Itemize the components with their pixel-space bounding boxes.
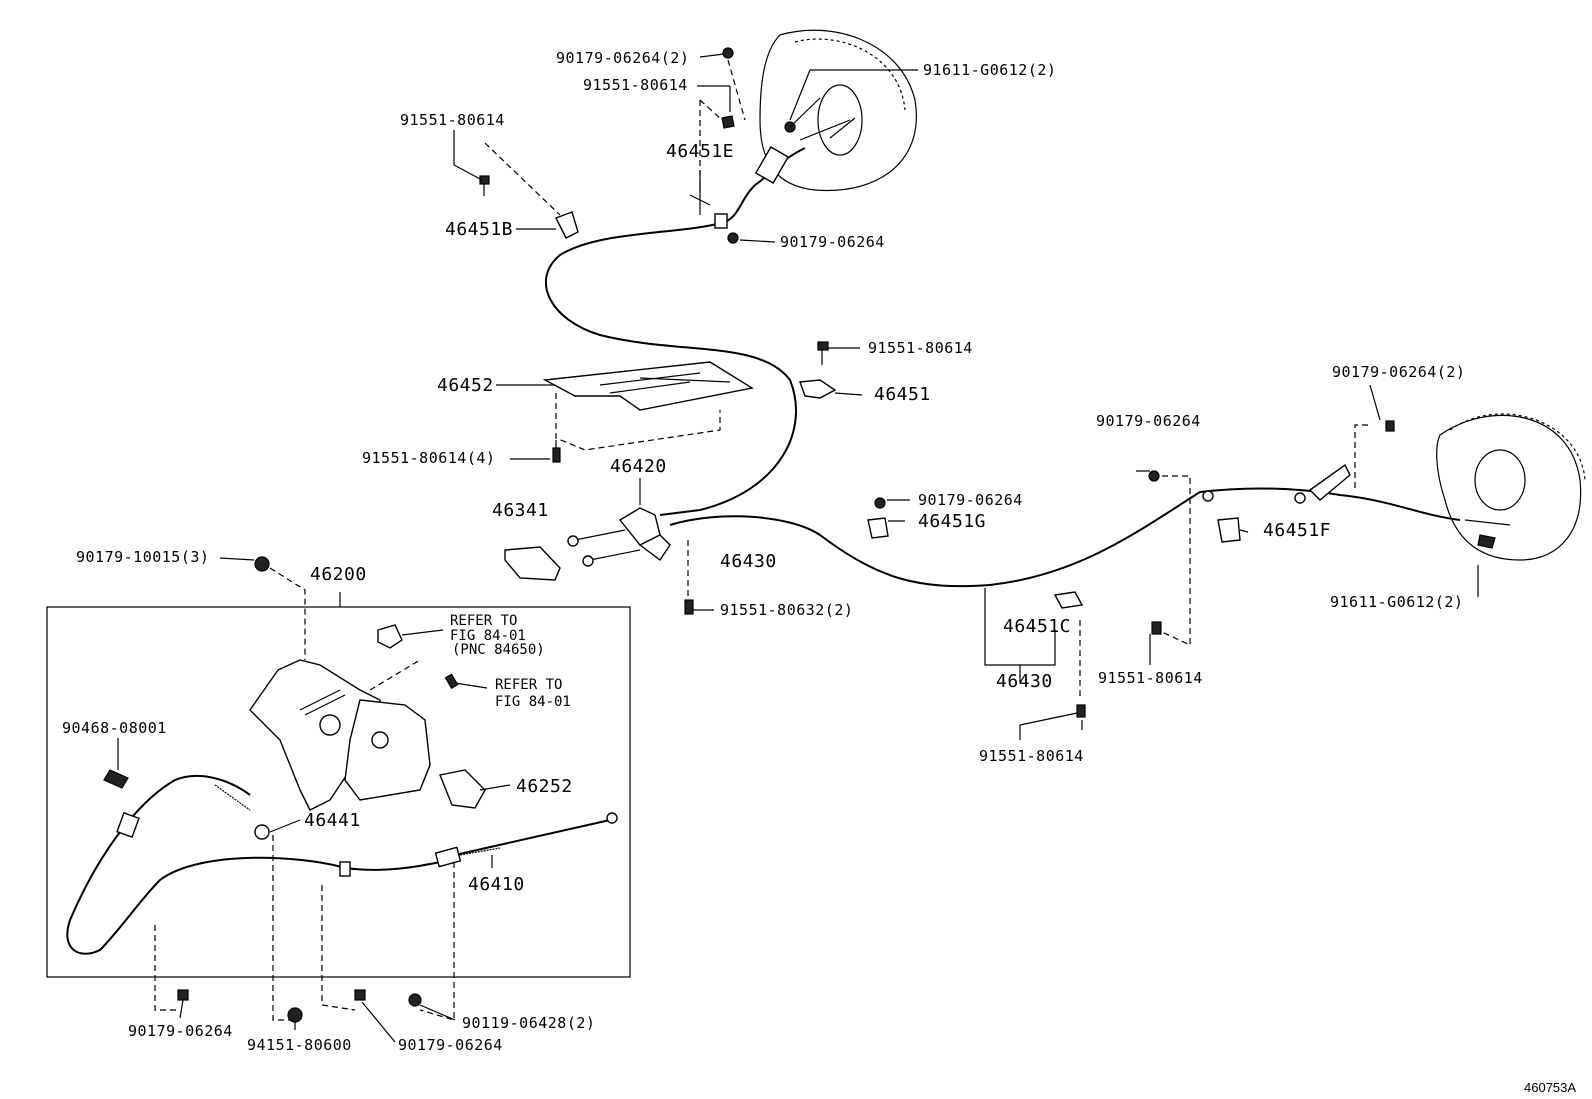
label-46441: 46441 [304, 810, 361, 831]
nut-90179-06264-g [874, 497, 886, 509]
clip-90468-08001 [103, 769, 129, 789]
bracket-46451C [1053, 591, 1084, 609]
bolt-91551-80614-top [721, 115, 735, 129]
clip-46451G [867, 517, 889, 539]
label-46451: 46451 [874, 384, 931, 405]
nut-90179-top [722, 47, 734, 59]
label-91551-80614-c: 91551-80614 [979, 747, 1084, 765]
label-46410: 46410 [468, 874, 525, 895]
rear-cable-46430 [669, 463, 1461, 588]
label-46252: 46252 [516, 776, 573, 797]
label-46451E: 46451E [666, 141, 734, 162]
pedal-assembly-box [46, 592, 631, 978]
label-91551-80614-top: 91551-80614 [583, 76, 688, 94]
label-90179-06264-bl: 90179-06264 [128, 1022, 233, 1040]
label-91611-G0612-2-top: 91611-G0612(2) [923, 61, 1056, 79]
bolt-refer-fig [444, 673, 459, 690]
label-46200: 46200 [310, 564, 367, 585]
label-46451F: 46451F [1263, 520, 1331, 541]
pad-46252 [439, 769, 486, 809]
pedal-bracket-46200 [249, 659, 431, 811]
label-46452: 46452 [437, 375, 494, 396]
bolt-91551-80614-mid [817, 341, 829, 365]
refer-line-1: REFER TO [450, 613, 517, 629]
refer2-line-1: REFER TO [495, 677, 562, 693]
release-cable-46410 [66, 774, 618, 955]
bracket-46341 [504, 546, 561, 581]
equalizer-46420 [567, 507, 671, 567]
label-46341: 46341 [492, 500, 549, 521]
figure-id: 460753A [1524, 1080, 1576, 1095]
bracket-46451 [799, 379, 837, 399]
nut-90179-10015 [254, 556, 270, 572]
label-91551-80614-mid: 91551-80614 [868, 339, 973, 357]
right-backing-plate [1436, 413, 1586, 561]
nut-46441 [254, 824, 270, 840]
label-91611-G0612-2-right: 91611-G0612(2) [1330, 593, 1463, 611]
refer2-line-2: FIG 84-01 [495, 694, 571, 710]
label-91551-80632-2: 91551-80632(2) [720, 601, 853, 619]
bracket-46451B [555, 211, 579, 239]
bolt-91551-80632 [684, 599, 694, 615]
label-94151-80600: 94151-80600 [247, 1036, 352, 1054]
nut-90179-06264-right [1385, 420, 1395, 432]
switch-refer-84650 [377, 624, 403, 649]
plate-46452 [542, 361, 754, 463]
label-91551-80614-f: 91551-80614 [1098, 669, 1203, 687]
nut-90179-06264-f [1148, 470, 1160, 482]
label-46451C: 46451C [1003, 616, 1071, 637]
label-90179-06264-2-top: 90179-06264(2) [556, 49, 689, 67]
label-91551-80614-left: 91551-80614 [400, 111, 505, 129]
label-90179-06264-b: 90179-06264 [1096, 412, 1201, 430]
label-91551-80614-4: 91551-80614(4) [362, 449, 495, 467]
label-46430-b: 46430 [996, 671, 1053, 692]
grommet-94151-80600 [287, 1007, 303, 1023]
refer-line-3: (PNC 84650) [452, 642, 545, 658]
nut-90179-06264-bm [354, 989, 366, 1001]
label-90179-10015-3: 90179-10015(3) [76, 548, 209, 566]
label-90179-06264-2-right: 90179-06264(2) [1332, 363, 1465, 381]
label-90119-06428-2: 90119-06428(2) [462, 1014, 595, 1032]
top-cable-46430 [544, 146, 806, 516]
label-46451B: 46451B [445, 219, 513, 240]
label-46430-a: 46430 [720, 551, 777, 572]
label-90468-08001: 90468-08001 [62, 719, 167, 737]
bolt-90119-06428 [408, 993, 422, 1007]
bolt-91551-80614-left [479, 175, 490, 196]
label-90179-06264-bm: 90179-06264 [398, 1036, 503, 1054]
label-46451G: 46451G [918, 511, 986, 532]
nut-90179-06264-bl [177, 989, 189, 1001]
bracket-46451F [1217, 517, 1241, 543]
label-46420: 46420 [610, 456, 667, 477]
label-90179-06264-c: 90179-06264 [918, 491, 1023, 509]
nut-90179-06264-mid [727, 232, 739, 244]
bolt-91551-80614-c [1076, 704, 1086, 718]
label-90179-06264-a: 90179-06264 [780, 233, 885, 251]
top-backing-plate [759, 29, 917, 192]
refer-line-2: FIG 84-01 [450, 628, 526, 644]
bolt-91551-80614-f [1151, 621, 1162, 635]
